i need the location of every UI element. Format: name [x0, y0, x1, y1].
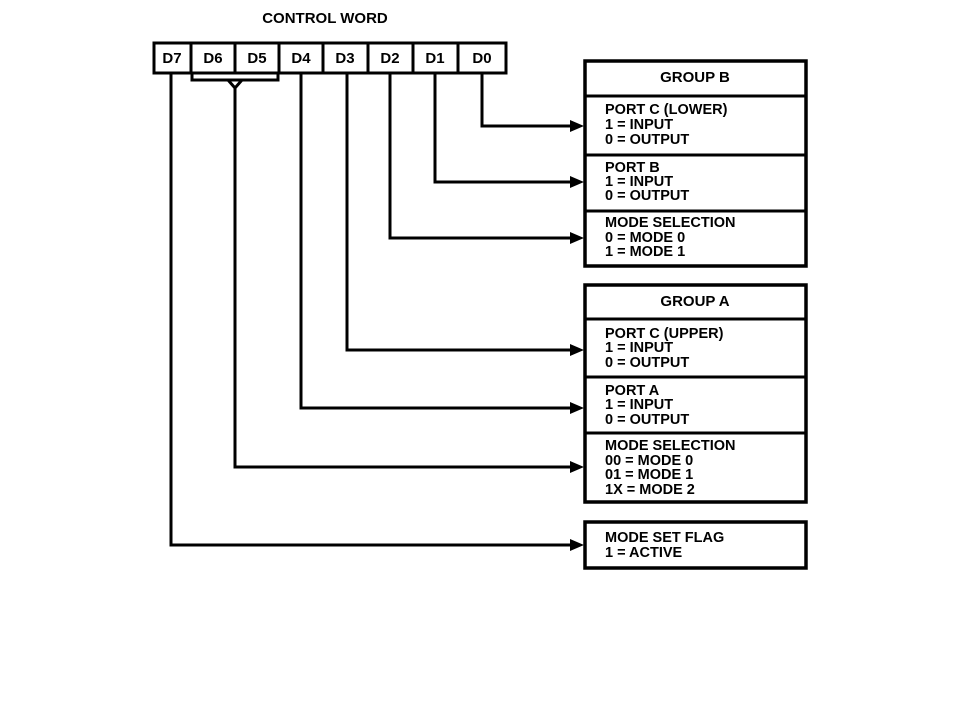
bit-register: D7 D6 D5 D4 D3 D2 D1 D0: [152, 41, 508, 75]
bit-label-d2: D2: [380, 50, 399, 67]
connector-d4: [299, 73, 572, 410]
group-b-mode-selection-title: MODE SELECTION: [605, 215, 736, 231]
port-c-upper-option: 0 = OUTPUT: [605, 355, 689, 371]
group-a-mode-option: 00 = MODE 0: [605, 453, 693, 469]
port-c-lower-option: 0 = OUTPUT: [605, 132, 689, 148]
port-c-lower-option: 1 = INPUT: [605, 117, 673, 133]
connector-d2: [388, 73, 572, 240]
bit-label-d7: D7: [162, 50, 181, 67]
bit-label-d6: D6: [203, 50, 222, 67]
group-b-mode-option: 1 = MODE 1: [605, 244, 685, 260]
port-b-option: 1 = INPUT: [605, 174, 673, 190]
group-a-header: GROUP A: [660, 293, 729, 310]
connector-d3: [345, 73, 572, 352]
port-a-option: 1 = INPUT: [605, 397, 673, 413]
port-b-title: PORT B: [605, 160, 660, 176]
arrow-d6-d5: [570, 461, 584, 473]
bit-label-d0: D0: [472, 50, 491, 67]
connector-d7: [169, 73, 572, 547]
bit-label-d1: D1: [425, 50, 444, 67]
group-a-mode-selection-title: MODE SELECTION: [605, 438, 736, 454]
bit-label-d3: D3: [335, 50, 354, 67]
arrow-d4: [570, 402, 584, 414]
group-b-box: GROUP B PORT C (LOWER) 1 = INPUT 0 = OUT…: [583, 59, 808, 268]
d6-d5-bracket: [190, 74, 280, 82]
mode-set-flag-box: MODE SET FLAG 1 = ACTIVE: [583, 520, 808, 570]
diagram-title: CONTROL WORD: [262, 10, 388, 27]
port-a-title: PORT A: [605, 383, 660, 399]
group-a-frame: [583, 283, 808, 504]
connector-d1: [433, 73, 572, 184]
port-c-upper-option: 1 = INPUT: [605, 340, 673, 356]
mode-set-flag-frame: [583, 520, 808, 570]
group-b-mode-option: 0 = MODE 0: [605, 230, 685, 246]
bit-cell-d0: [456, 41, 508, 75]
port-c-upper-title: PORT C (UPPER): [605, 326, 724, 342]
bit-cell-d6: [189, 41, 237, 75]
arrow-d2: [570, 232, 584, 244]
arrow-d7: [570, 539, 584, 551]
bit-cell-d5: [233, 41, 281, 75]
group-a-box: GROUP A PORT C (UPPER) 1 = INPUT 0 = OUT…: [583, 283, 808, 504]
connector-lines: [169, 73, 584, 551]
bit-label-d4: D4: [291, 50, 311, 67]
arrow-d0: [570, 120, 584, 132]
mode-set-flag-title: MODE SET FLAG: [605, 530, 724, 546]
port-a-option: 0 = OUTPUT: [605, 412, 689, 428]
connector-d0: [480, 73, 572, 128]
group-b-header: GROUP B: [660, 69, 730, 86]
connector-d6-d5: [233, 88, 572, 469]
bit-label-d5: D5: [247, 50, 266, 67]
mode-set-flag-option: 1 = ACTIVE: [605, 545, 683, 561]
port-b-option: 0 = OUTPUT: [605, 188, 689, 204]
group-a-mode-option: 01 = MODE 1: [605, 467, 693, 483]
group-a-mode-option: 1X = MODE 2: [605, 482, 695, 498]
arrow-d3: [570, 344, 584, 356]
arrow-d1: [570, 176, 584, 188]
port-c-lower-title: PORT C (LOWER): [605, 102, 728, 118]
